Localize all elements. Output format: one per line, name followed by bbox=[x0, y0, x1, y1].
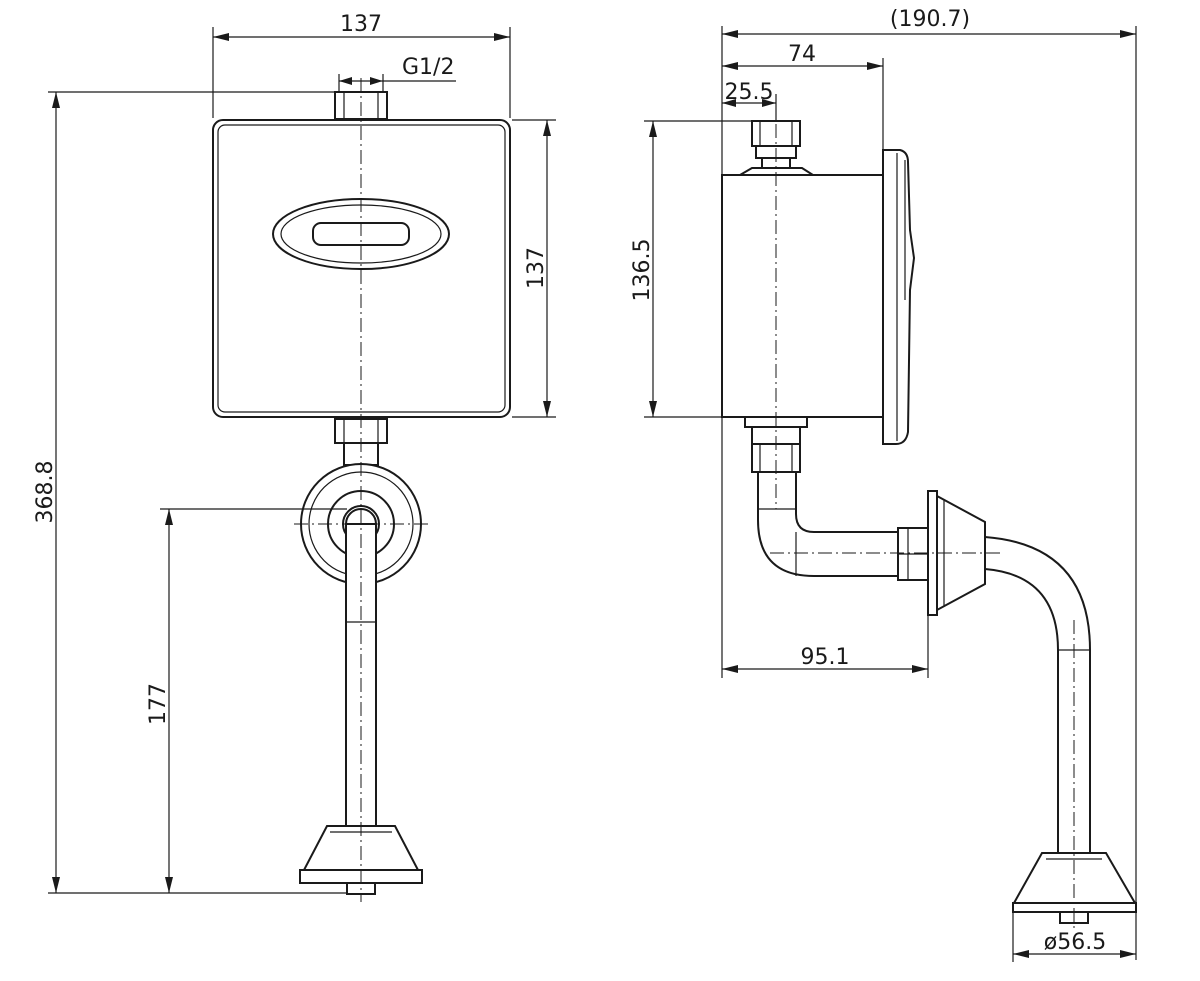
side-wall-nut bbox=[897, 527, 929, 581]
dim-front-thread-label: G1/2 bbox=[402, 55, 454, 80]
side-dimensions: (190.7) 74 25.5 136.5 bbox=[630, 7, 1137, 962]
dim-side-outlet-depth-label: 95.1 bbox=[801, 645, 850, 670]
dim-side-body-height-label: 136.5 bbox=[630, 239, 655, 302]
dim-front-body-height-label: 137 bbox=[524, 247, 549, 289]
front-view bbox=[212, 78, 511, 902]
dim-front-body-height: 137 bbox=[512, 119, 556, 418]
dim-front-width-label: 137 bbox=[340, 12, 382, 37]
side-cover-plate bbox=[882, 149, 916, 445]
dim-front-width: 137 bbox=[212, 12, 511, 118]
side-view bbox=[721, 100, 1137, 930]
dim-side-inlet-offset-label: 25.5 bbox=[725, 80, 774, 105]
dim-side-body-depth: 74 bbox=[722, 42, 884, 150]
dim-side-inlet-offset: 25.5 bbox=[722, 80, 777, 121]
dim-side-total-depth-label: (190.7) bbox=[890, 7, 970, 32]
dim-front-pipe-height: 177 bbox=[146, 508, 347, 893]
dim-side-flange-diameter-label: ø56.5 bbox=[1044, 930, 1106, 955]
front-dimensions: 137 G1/2 137 368.8 bbox=[33, 12, 556, 894]
dim-front-total-height-label: 368.8 bbox=[33, 461, 58, 524]
dim-front-total-height: 368.8 bbox=[33, 91, 347, 894]
dim-side-total-depth: (190.7) bbox=[721, 7, 1137, 960]
dim-side-body-height: 136.5 bbox=[630, 120, 752, 418]
side-elbow-pipe bbox=[757, 471, 899, 577]
dim-side-flange-diameter: ø56.5 bbox=[1012, 912, 1136, 962]
dim-side-body-depth-label: 74 bbox=[788, 42, 816, 67]
dim-front-thread: G1/2 bbox=[338, 55, 456, 92]
dim-front-pipe-height-label: 177 bbox=[146, 683, 171, 725]
side-body bbox=[721, 174, 885, 418]
dim-side-outlet-depth: 95.1 bbox=[722, 615, 929, 678]
